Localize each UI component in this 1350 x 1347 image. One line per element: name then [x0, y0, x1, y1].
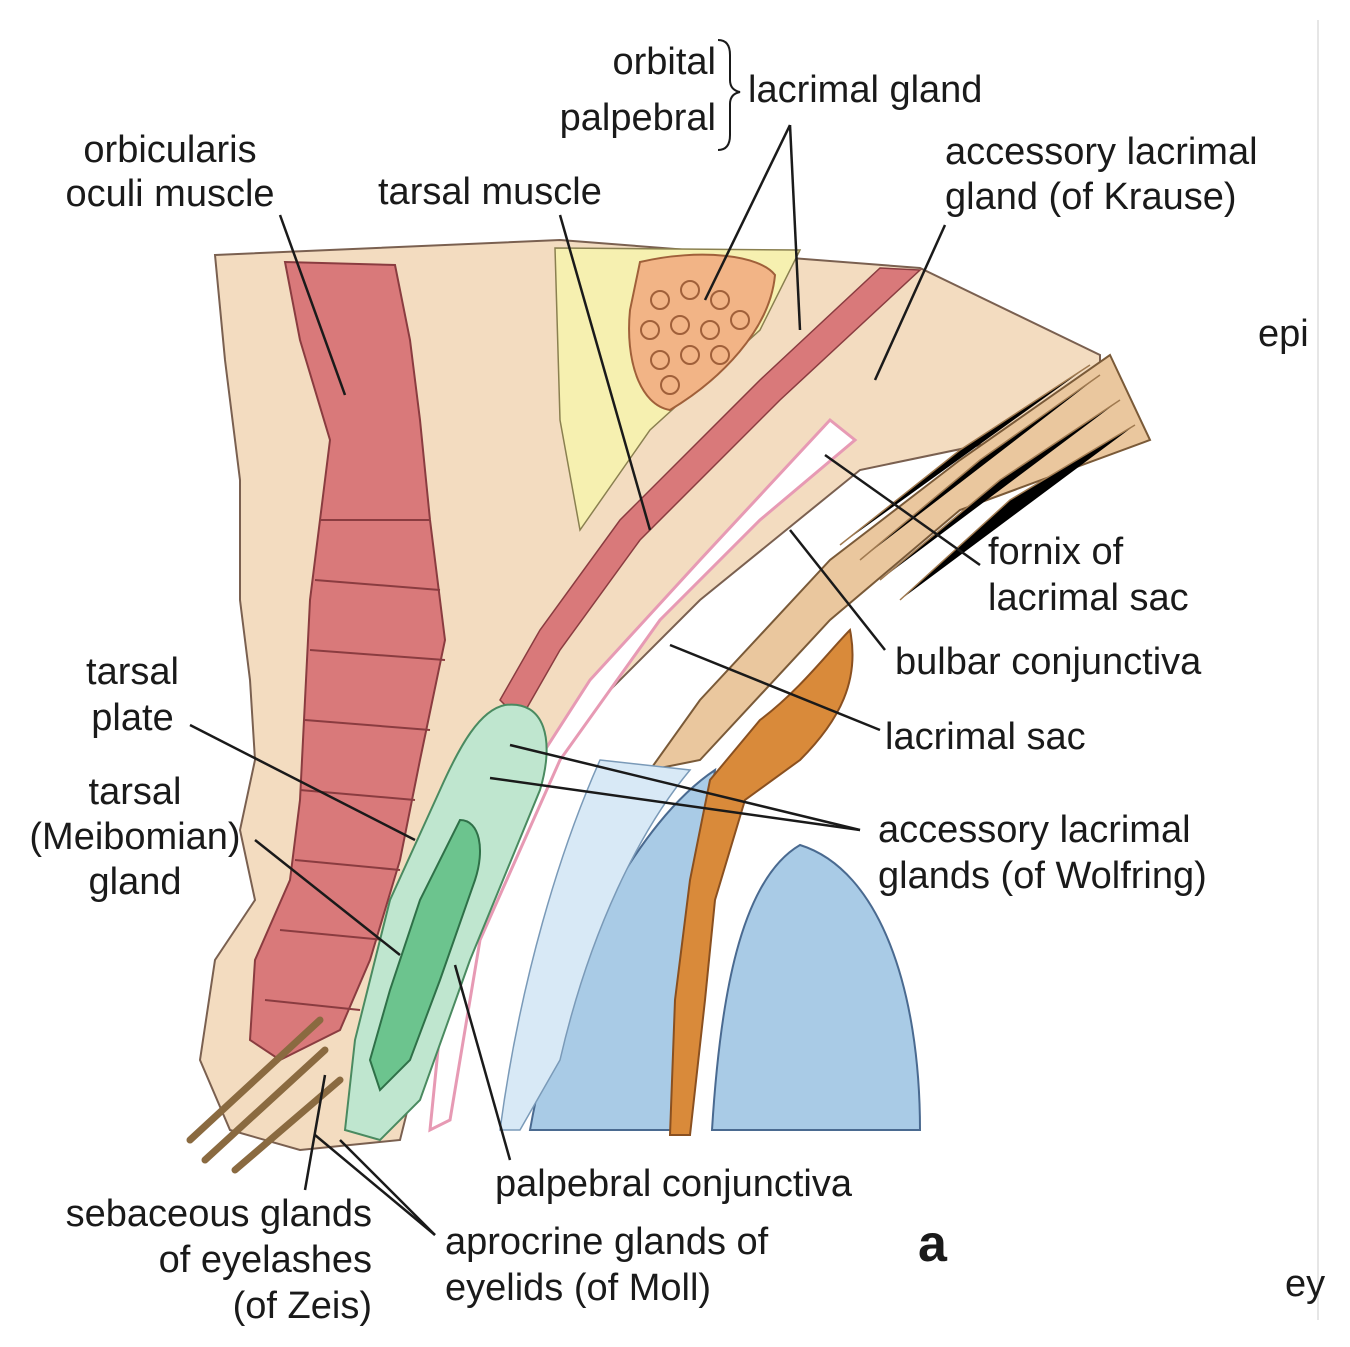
label-zeis-line1: sebaceous glands [65, 1193, 372, 1235]
label-moll-line1: aprocrine glands of [445, 1221, 769, 1263]
leader-zeis [303, 1074, 327, 1191]
orange-connective-tissue [668, 627, 854, 1136]
label-bulbar-conjunctiva: bulbar conjunctiva [895, 641, 1202, 683]
leader-krause [873, 224, 947, 381]
label-lacrimal-sac: lacrimal sac [885, 716, 1086, 758]
figure-letter: a [918, 1215, 947, 1273]
label-orbicularis-line1: orbicularis [83, 129, 257, 171]
label-orbicularis-line2: oculi muscle [65, 173, 275, 215]
label-wolfring-line1: accessory lacrimal [878, 809, 1191, 851]
leader-fornix [824, 453, 981, 567]
label-krause-line2: gland (of Krause) [945, 176, 1237, 218]
lacrimal-gland-bracket [717, 39, 741, 151]
label-orbital: orbital [612, 41, 717, 83]
leader-meibomian [254, 839, 401, 956]
label-meibomian-line3: gland [88, 861, 182, 903]
leader-wolfring-a [509, 743, 861, 832]
label-meibomian-line2: (Meibomian) [29, 816, 241, 858]
label-krause-line1: accessory lacrimal [945, 131, 1258, 173]
leader-lacrimal-gland-b [788, 124, 802, 331]
leader-lacrimal-sac [669, 643, 881, 732]
leader-lines [189, 124, 981, 1236]
orbicularis-fibers [264, 519, 446, 1011]
leader-bulbar [789, 529, 886, 651]
leader-moll-b [339, 1139, 436, 1236]
label-tarsal-plate-line2: plate [91, 697, 174, 739]
cornea-inner [710, 843, 922, 1131]
label-fornix-line1: fornix of [988, 531, 1124, 573]
lacrimal-gland-lobules [640, 280, 750, 395]
label-zeis-line3: (of Zeis) [232, 1285, 372, 1327]
label-wolfring-line2: glands (of Wolfring) [878, 855, 1207, 897]
label-tarsal-muscle: tarsal muscle [378, 171, 602, 213]
label-lacrimal-gland: lacrimal gland [748, 69, 983, 111]
label-ey-fragment: ey [1285, 1263, 1326, 1305]
leader-palpebral-conjunctiva [453, 964, 512, 1161]
label-fornix-line2: lacrimal sac [988, 577, 1189, 619]
leader-lacrimal-gland-a [703, 124, 792, 301]
lacrimal-sac-lumen [428, 417, 858, 1133]
label-tarsal-plate-line1: tarsal [86, 651, 179, 693]
label-meibomian-line1: tarsal [88, 771, 182, 813]
leader-tarsal-plate [189, 723, 416, 842]
leader-moll-a [314, 1134, 436, 1236]
label-palpebral-conjunctiva: palpebral conjunctiva [495, 1163, 853, 1205]
label-palpebral: palpebral [559, 97, 716, 139]
leader-orbicularis [278, 214, 347, 396]
lens-light [499, 759, 692, 1131]
label-moll-line2: eyelids (of Moll) [445, 1267, 712, 1309]
sclera-striations [839, 364, 1136, 601]
label-zeis-line2: of eyelashes [158, 1239, 372, 1281]
leader-tarsal-muscle [558, 214, 652, 531]
leader-wolfring-b [489, 776, 861, 832]
label-epi-fragment: epi [1258, 313, 1309, 355]
meibomian-gland-illustration [368, 818, 481, 1092]
